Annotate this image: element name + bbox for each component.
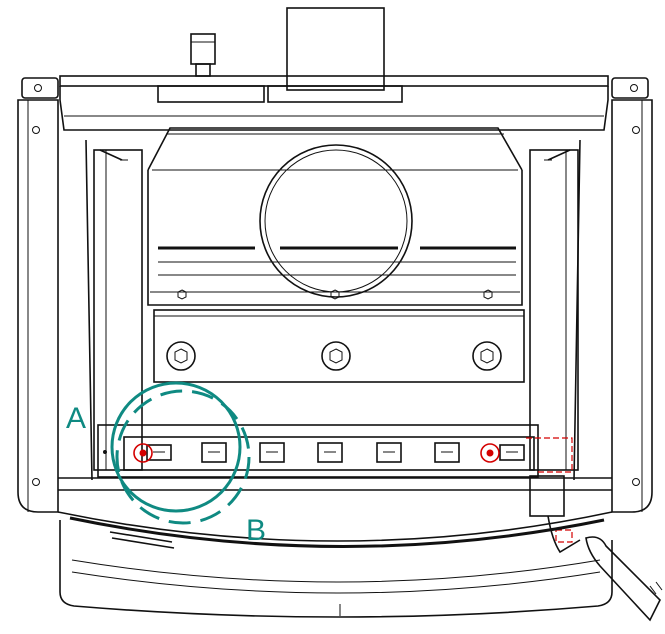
red-dashed-outline	[526, 437, 573, 543]
callout-circle-a	[110, 381, 242, 513]
slot-2	[201, 442, 227, 463]
top-flue-outlet	[286, 7, 385, 91]
left-side-panel	[17, 77, 59, 513]
bolt-right	[472, 341, 502, 371]
flue-collar	[259, 144, 413, 298]
door-bottom	[57, 477, 613, 618]
firebox-frame	[85, 139, 581, 481]
right-side-panel	[611, 77, 653, 513]
callout-circle-b	[115, 389, 251, 525]
lower-plate	[153, 309, 525, 383]
baffle-plate	[147, 127, 523, 306]
door-lever	[529, 475, 663, 622]
slot-5	[376, 442, 402, 463]
air-slot-bar	[97, 424, 539, 478]
slot-1	[146, 444, 172, 461]
screw-highlight-left	[133, 443, 153, 463]
slot-4	[317, 442, 343, 463]
top-pipe-small	[190, 33, 216, 77]
screw-highlight-right	[480, 443, 500, 463]
callout-label-a: A	[66, 402, 86, 435]
bolt-center	[321, 341, 351, 371]
slot-6	[434, 442, 460, 463]
slot-7	[499, 444, 525, 461]
bolt-left	[166, 341, 196, 371]
slot-3	[259, 442, 285, 463]
callout-label-b: B	[246, 514, 266, 547]
stove-outer-housing	[59, 75, 609, 131]
